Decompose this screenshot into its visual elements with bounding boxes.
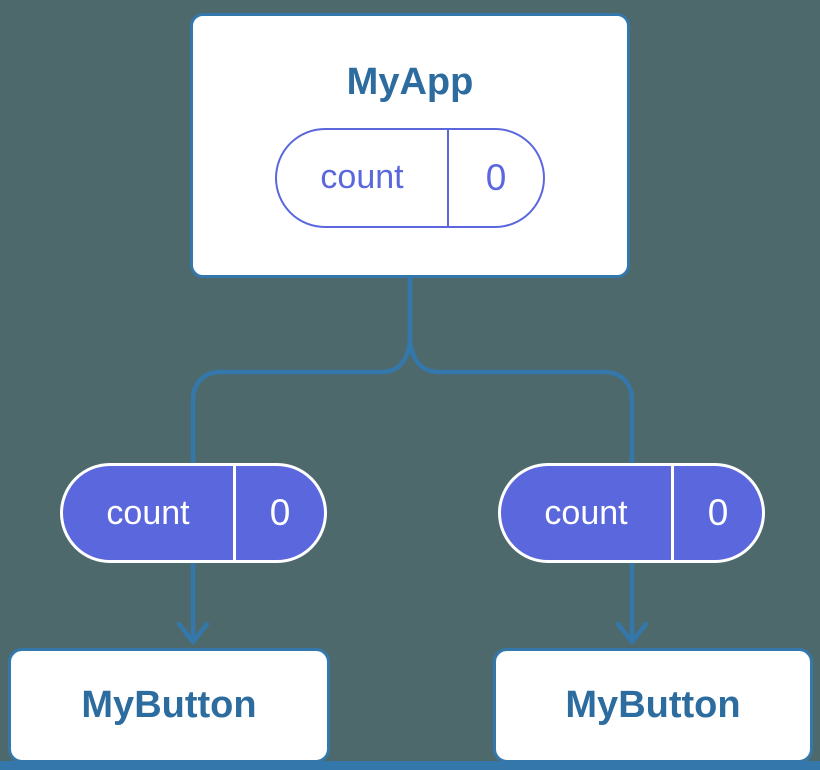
node-myapp-title: MyApp <box>346 61 474 103</box>
node-mybutton-right-title: MyButton <box>565 683 741 726</box>
arrowhead-down-right-icon <box>615 621 649 645</box>
prop-pill-right: count 0 <box>498 463 765 563</box>
prop-pill-left: count 0 <box>60 463 327 563</box>
prop-pill-right-value: 0 <box>671 466 762 560</box>
state-pill-myapp: count 0 <box>275 127 545 228</box>
state-pill-value: 0 <box>447 129 543 226</box>
node-mybutton-left-title: MyButton <box>81 683 257 726</box>
bottom-edge-band <box>0 761 820 770</box>
node-mybutton-left: MyButton <box>8 648 330 763</box>
prop-pill-left-value: 0 <box>233 466 324 560</box>
arrowhead-down-left-icon <box>176 621 210 645</box>
node-myapp: MyApp count 0 <box>190 13 630 278</box>
node-mybutton-right: MyButton <box>493 648 813 763</box>
prop-pill-left-label: count <box>106 493 190 532</box>
connector-left-branch <box>190 277 413 641</box>
connector-right-branch <box>407 277 635 641</box>
state-pill-label: count <box>320 158 404 197</box>
prop-pill-right-label: count <box>544 493 628 532</box>
